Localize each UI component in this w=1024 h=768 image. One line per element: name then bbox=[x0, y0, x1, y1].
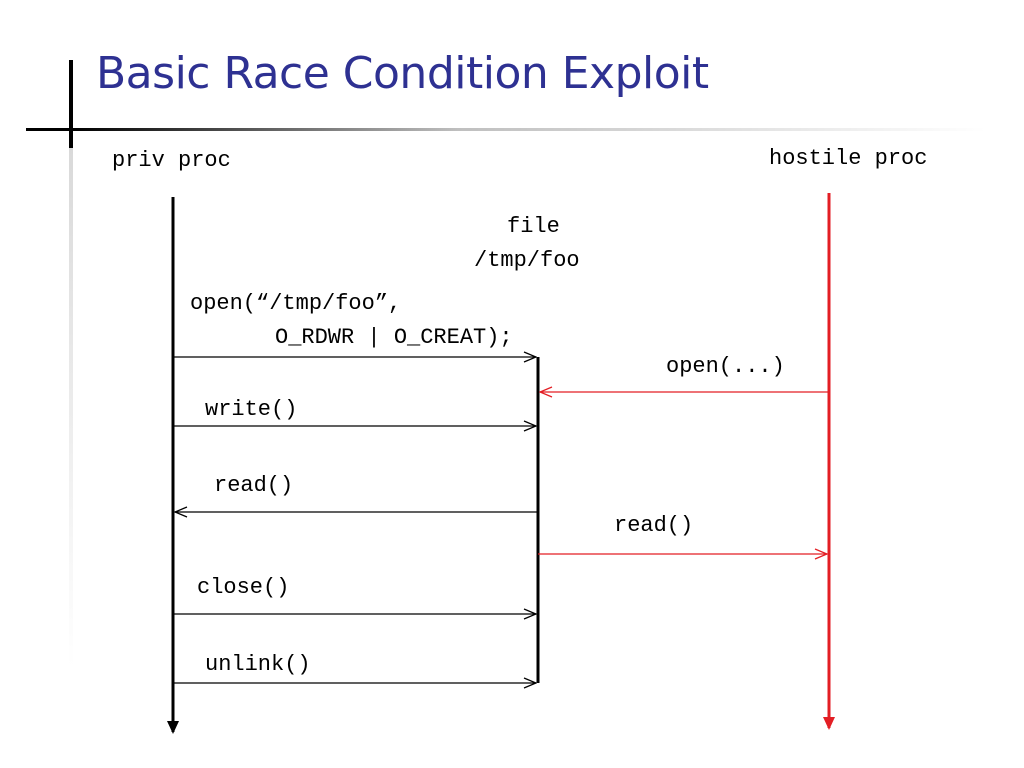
close-call-label: close() bbox=[197, 575, 290, 600]
file-label: file bbox=[507, 214, 560, 239]
title-accent-vertical-bar bbox=[69, 60, 73, 148]
open-call-label-line2: O_RDWR | O_CREAT); bbox=[275, 325, 513, 350]
priv-proc-lifeline-arrowhead bbox=[167, 721, 179, 734]
hostile-open-label: open(...) bbox=[666, 354, 785, 379]
priv-proc-label: priv proc bbox=[112, 148, 231, 173]
page-title: Basic Race Condition Exploit bbox=[96, 48, 709, 99]
hostile-read-label: read() bbox=[614, 513, 694, 538]
write-call-label: write() bbox=[205, 397, 298, 422]
hostile-proc-lifeline-arrowhead bbox=[823, 717, 835, 730]
file-path-label: /tmp/foo bbox=[474, 248, 580, 273]
hostile-proc-label: hostile proc bbox=[769, 146, 928, 171]
priv-read-label: read() bbox=[214, 473, 294, 498]
open-call-label-line1: open(“/tmp/foo”, bbox=[190, 291, 402, 316]
title-underline-bar bbox=[26, 128, 986, 131]
unlink-call-label: unlink() bbox=[205, 652, 311, 677]
left-margin-shadow bbox=[69, 148, 73, 668]
